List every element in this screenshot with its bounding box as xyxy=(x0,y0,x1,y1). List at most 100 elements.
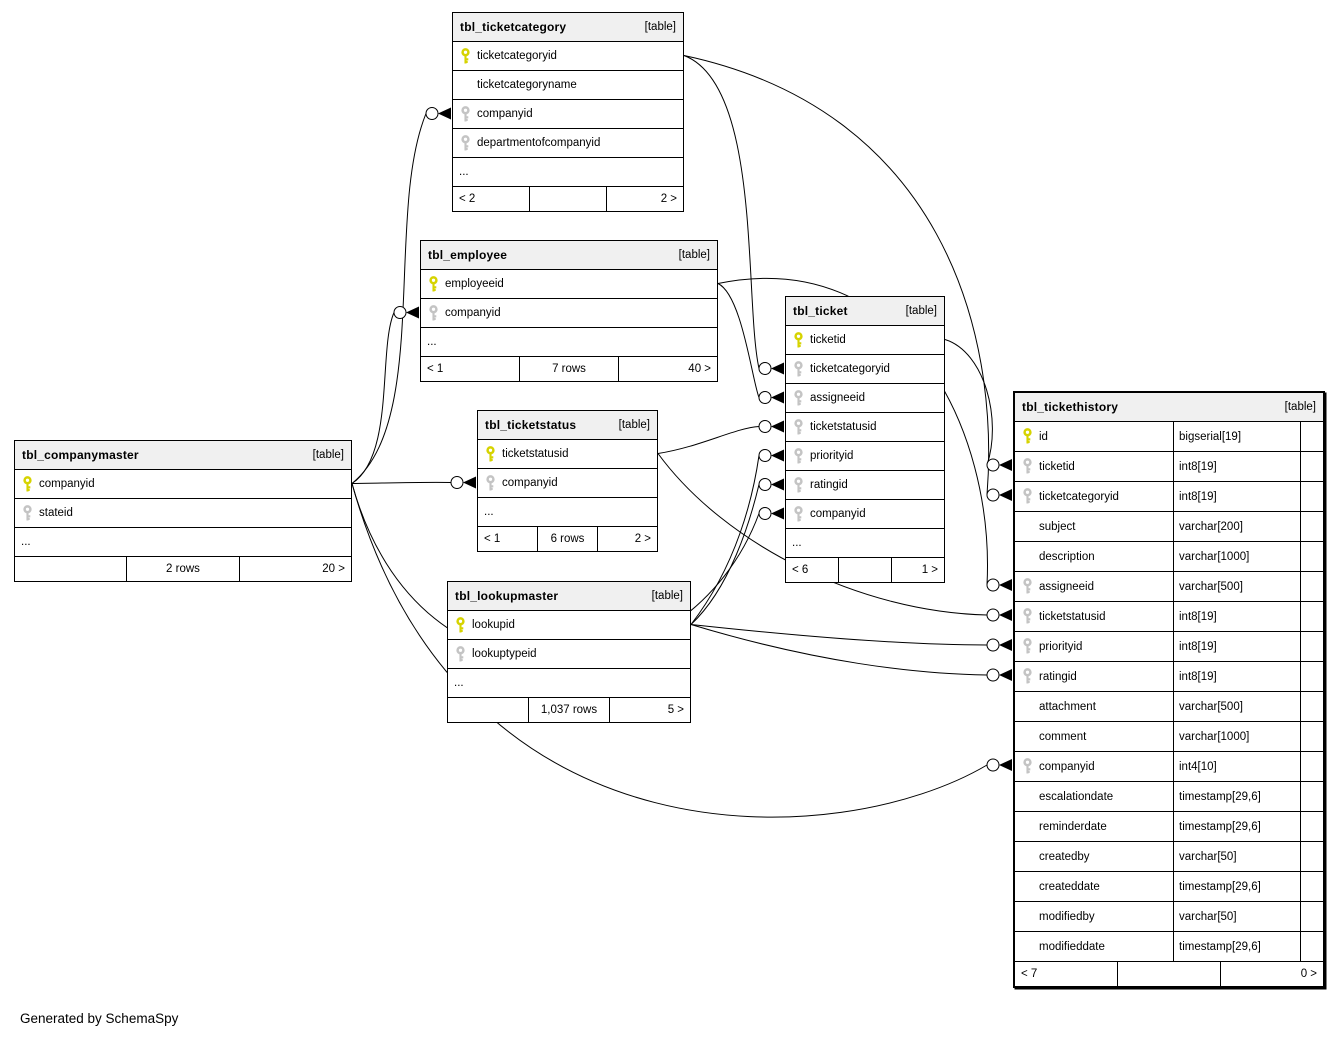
spacer-column xyxy=(1300,902,1323,931)
table-header: tbl_ticketcategory [table] xyxy=(453,13,683,42)
edge-fk-arrowhead xyxy=(463,476,476,489)
relationship-edge xyxy=(944,339,1012,472)
edge-fk-arrowhead xyxy=(771,478,784,491)
key-cell xyxy=(786,447,810,465)
footer-parents-count: < 2 xyxy=(459,193,476,205)
footer-parents-count: < 1 xyxy=(484,533,501,545)
edge-fk-arrowhead xyxy=(771,507,784,520)
column-row-ellipsis: ... xyxy=(786,529,944,558)
key-cell xyxy=(453,105,477,123)
spacer-column xyxy=(1300,422,1323,451)
key-cell xyxy=(1015,638,1039,655)
table-name[interactable]: tbl_ticketcategory xyxy=(460,20,567,34)
column-name: ratingid xyxy=(1039,670,1077,683)
ellipsis-label: ... xyxy=(459,166,469,178)
key-cell xyxy=(15,504,39,522)
column-row-companyid: companyid xyxy=(478,469,657,498)
column-name: employeeid xyxy=(445,278,504,290)
key-cell xyxy=(15,475,39,493)
table-footer: < 6 1 > xyxy=(786,558,944,582)
edge-fk-arrowhead xyxy=(999,759,1012,771)
fk-key-icon xyxy=(1022,608,1032,624)
fk-key-icon xyxy=(793,476,803,492)
column-row-lookuptypeid: lookuptypeid xyxy=(448,640,690,669)
edge-zero-or-one-dot xyxy=(986,758,1000,772)
table-type-badge: [table] xyxy=(1284,401,1316,413)
table-name[interactable]: tbl_lookupmaster xyxy=(455,589,559,603)
relationship-edge xyxy=(690,624,1012,682)
column-name: attachment xyxy=(1039,700,1096,713)
key-cell xyxy=(786,505,810,523)
relationship-edge xyxy=(690,624,1012,652)
table-type-badge: [table] xyxy=(678,249,710,261)
relationship-edge xyxy=(351,476,476,489)
column-row-ticketcategoryid: ticketcategoryid xyxy=(453,42,683,71)
key-cell xyxy=(1015,668,1039,685)
relationship-edge xyxy=(351,483,1012,818)
edge-zero-or-one-dot xyxy=(986,458,1000,472)
column-name: subject xyxy=(1039,520,1076,533)
table-name[interactable]: tbl_employee xyxy=(428,248,508,262)
table-name[interactable]: tbl_companymaster xyxy=(22,448,139,462)
edge-fk-arrowhead xyxy=(771,449,784,462)
column-type: bigserial[19] xyxy=(1173,422,1300,451)
column-row-ellipsis: ... xyxy=(421,328,717,357)
spacer-column xyxy=(1300,602,1323,631)
edge-zero-or-one-dot xyxy=(986,638,1000,652)
spacer-column xyxy=(1300,632,1323,661)
footer-children-count: 2 > xyxy=(597,527,657,551)
fk-key-icon xyxy=(460,134,470,150)
relationship-edge xyxy=(683,55,784,375)
edge-zero-or-one-dot xyxy=(758,362,772,375)
fk-key-icon xyxy=(793,360,803,376)
column-name: priorityid xyxy=(810,450,854,462)
column-row-ticketid: ticketid xyxy=(786,326,944,355)
column-type: timestamp[29,6] xyxy=(1173,932,1300,961)
pk-key-icon xyxy=(1022,428,1032,444)
fk-key-icon xyxy=(1022,488,1032,504)
table-footer: 2 rows 20 > xyxy=(15,557,351,581)
key-cell xyxy=(453,47,477,65)
pk-key-icon xyxy=(22,475,32,491)
column-row-companyid: companyid xyxy=(453,100,683,129)
column-row-ticketcategoryid: ticketcategoryid xyxy=(786,355,944,384)
column-name: companyid xyxy=(810,508,866,520)
column-row-departmentofcompanyid: departmentofcompanyid xyxy=(453,129,683,158)
relationship-edge xyxy=(690,478,784,625)
footer-rows-count xyxy=(838,558,891,582)
fk-key-icon xyxy=(793,389,803,405)
edge-zero-or-one-dot xyxy=(986,578,1000,592)
ellipsis-label: ... xyxy=(21,536,31,548)
key-cell xyxy=(786,476,810,494)
key-cell xyxy=(453,134,477,152)
footer-parents-count: < 6 xyxy=(792,564,809,576)
footer-parents-count: < 1 xyxy=(427,363,444,375)
relationship-edge xyxy=(717,283,784,404)
column-row-ticketstatusid: ticketstatusid xyxy=(786,413,944,442)
column-row-ratingid: ratingid xyxy=(786,471,944,500)
fk-key-icon xyxy=(1022,458,1032,474)
column-name: companyid xyxy=(445,307,501,319)
spacer-column xyxy=(1300,482,1323,511)
table-name[interactable]: tbl_tickethistory xyxy=(1022,400,1119,414)
spacer-column xyxy=(1300,542,1323,571)
footer-children-count: 5 > xyxy=(609,698,690,722)
relationship-edge xyxy=(657,420,784,454)
footer-rows-count: 1,037 rows xyxy=(528,698,609,722)
footer-rows-count xyxy=(1117,962,1220,986)
table-name[interactable]: tbl_ticket xyxy=(793,304,848,318)
table-tbl_employee: tbl_employee [table] employeeid companyid… xyxy=(420,240,718,382)
table-header: tbl_ticket [table] xyxy=(786,297,944,326)
table-name[interactable]: tbl_ticketstatus xyxy=(485,418,577,432)
edge-fk-arrowhead xyxy=(438,107,451,120)
